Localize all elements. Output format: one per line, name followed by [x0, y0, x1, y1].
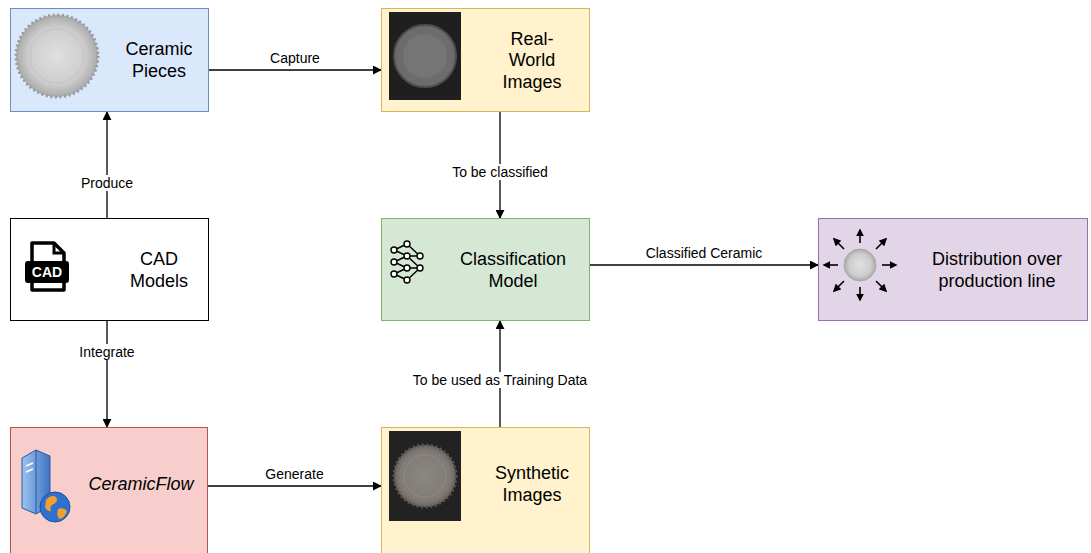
node-label: Real-World Images — [494, 29, 570, 94]
icon-text: CAD — [32, 264, 62, 280]
node-label: CAD Models — [114, 249, 204, 292]
flow-arrow — [590, 264, 818, 265]
edge-label: Produce — [79, 175, 135, 192]
model-box: Classification Model — [381, 218, 590, 321]
edge-label: Generate — [263, 466, 325, 483]
node-label: Distribution over production line — [911, 249, 1083, 292]
flow-arrow — [209, 69, 381, 70]
edge-label: Classified Ceramic — [644, 245, 765, 262]
edge-label: Integrate — [77, 344, 136, 361]
distribution-icon — [824, 230, 896, 300]
process-box: Ceramic Pieces — [10, 8, 209, 112]
data-box: Real-World Images — [381, 8, 590, 112]
flow-arrow — [208, 485, 381, 486]
photo-thumbnail — [389, 12, 461, 100]
edge-label: To be classified — [450, 164, 550, 181]
data-box: Synthetic Images — [381, 427, 590, 553]
output-box: Distribution over production line — [818, 218, 1088, 321]
flow-arrow — [106, 321, 107, 427]
edge-label: To be used as Training Data — [411, 372, 589, 389]
synthetic-thumbnail — [389, 431, 461, 521]
edge-label: Capture — [268, 50, 322, 67]
ceramic-plate-icon — [16, 15, 98, 97]
node-label: Classification Model — [442, 249, 584, 292]
node-label: Synthetic Images — [486, 463, 578, 506]
tool-box: CeramicFlow — [10, 427, 208, 553]
node-label: CeramicFlow — [88, 474, 193, 496]
node-label: Ceramic Pieces — [114, 39, 204, 82]
server-globe-icon — [22, 450, 70, 522]
neural-net-icon — [391, 241, 423, 283]
flow-arrow — [106, 112, 107, 218]
cad-file-icon — [25, 243, 69, 290]
